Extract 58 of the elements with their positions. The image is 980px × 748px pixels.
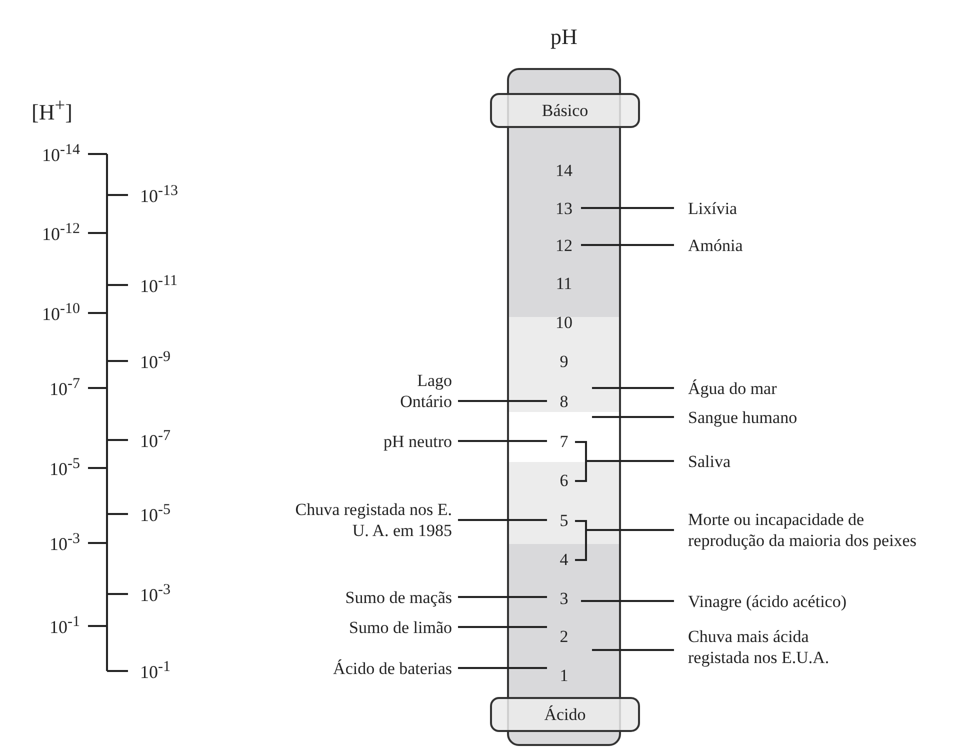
callout-label: Sumo de maçãs — [252, 587, 452, 608]
leader-line — [458, 400, 547, 402]
callout-label: Ácido de baterias — [252, 658, 452, 679]
callout-label: Chuva mais ácida registada nos E.U.A. — [688, 626, 858, 668]
tick-label: 10$^{-5}$ — [48, 455, 80, 480]
tick-label: 10$^{-12}$ — [41, 220, 80, 245]
tick-label: 10$^{-5}$ — [140, 501, 172, 526]
ph-value: 13 — [551, 198, 577, 220]
callout-label: Morte ou incapacidade de reprodução da maioria dos peixes — [688, 509, 928, 551]
callout-label: Vinagre (ácido acético) — [688, 591, 928, 612]
leader-line — [458, 440, 547, 442]
callout-label: Chuva registada nos E. U. A. em 1985 — [292, 499, 452, 541]
leader-line — [592, 416, 674, 418]
tick-label: 10$^{-1}$ — [140, 658, 172, 683]
leader-line — [581, 244, 674, 246]
ph-value: 8 — [551, 391, 577, 413]
end-label: Ácido — [490, 697, 640, 732]
leader-line — [581, 600, 674, 602]
ph-value: 14 — [551, 160, 577, 182]
tick-label: 10$^{-14}$ — [41, 141, 80, 166]
ph-value: 10 — [551, 312, 577, 334]
callout-label: Saliva — [688, 451, 888, 472]
callout-label: Sumo de limão — [252, 617, 452, 638]
ph-value: 9 — [551, 351, 577, 373]
ph-value: 11 — [551, 273, 577, 295]
tick-label: 10$^{-7}$ — [140, 427, 172, 452]
tick-label: 10$^{-10}$ — [41, 300, 80, 325]
ph-value: 7 — [551, 431, 577, 453]
scale-heading: [H$^{+}$] — [30, 94, 74, 126]
ph-value: 12 — [551, 235, 577, 257]
leader-line — [592, 649, 674, 651]
tick-label: 10$^{-3}$ — [140, 581, 172, 606]
ph-value: 1 — [551, 665, 577, 687]
leader-line — [458, 519, 547, 521]
ph-value: 3 — [551, 588, 577, 610]
leader-line — [458, 596, 547, 598]
callout-label: Lixívia — [688, 198, 888, 219]
end-label: Básico — [490, 93, 640, 128]
tick-label: 10$^{-7}$ — [48, 375, 80, 400]
tick-label: 10$^{-13}$ — [140, 182, 179, 207]
ph-value: 6 — [551, 470, 577, 492]
tick-label: 10$^{-3}$ — [48, 530, 80, 555]
scale-title: pH — [550, 26, 578, 47]
ph-value: 2 — [551, 626, 577, 648]
leader-line — [458, 667, 547, 669]
ph-value: 5 — [551, 510, 577, 532]
tick-label: 10$^{-11}$ — [140, 272, 178, 297]
tick-label: 10$^{-1}$ — [48, 613, 80, 638]
callout-label: Lago Ontário — [372, 370, 452, 412]
leader-line — [581, 207, 674, 209]
callout-label: Amónia — [688, 235, 888, 256]
leader-line — [592, 387, 674, 389]
leader-line — [458, 626, 547, 628]
ph-value: 4 — [551, 549, 577, 571]
callout-label: Sangue humano — [688, 407, 888, 428]
callout-label: pH neutro — [252, 431, 452, 452]
tick-label: 10$^{-9}$ — [140, 348, 172, 373]
callout-label: Água do mar — [688, 378, 888, 399]
